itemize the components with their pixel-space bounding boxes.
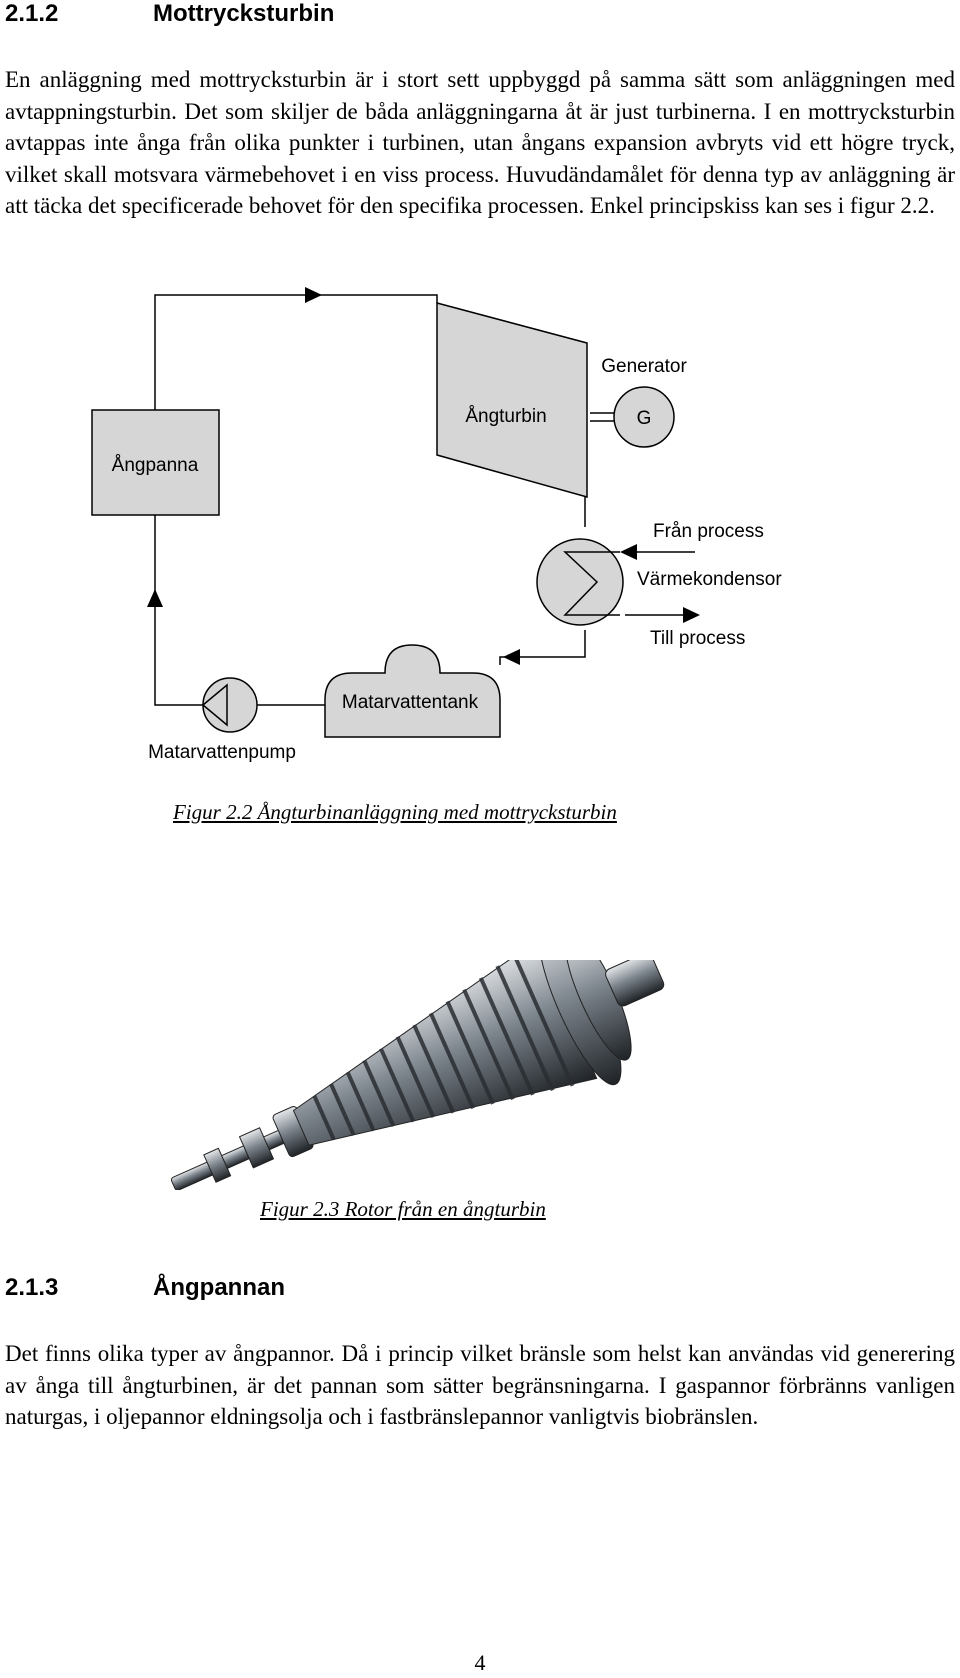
pipe-condenser-to-tank: [499, 630, 586, 665]
feedwater-pump-label: Matarvattenpump: [148, 742, 296, 763]
steam-plant-diagram: Ångpanna Ångturbin Generator G Från proc…: [91, 287, 782, 763]
generator-symbol: G: [637, 408, 652, 429]
figure-2-3-caption: Figur 2.3 Rotor från en ångturbin: [260, 1197, 546, 1221]
flow-arrow-to-process: [683, 607, 700, 623]
flow-arrow-top: [305, 287, 322, 303]
condenser-coil: [563, 551, 620, 616]
from-process-label: Från process: [653, 521, 764, 542]
flow-arrow-from-process: [620, 544, 637, 560]
pipe-boiler-to-turbine: [154, 294, 438, 410]
figure-2-2-caption: Figur 2.2 Ångturbinanläggning med mottry…: [173, 800, 617, 824]
pipe-pump-to-boiler: [154, 515, 203, 706]
flow-arrow-left: [147, 589, 163, 607]
section-heading-2-1-3: 2.1.3 Ångpannan: [5, 1274, 285, 1302]
to-process-label: Till process: [650, 628, 745, 649]
flow-arrow-to-tank: [503, 649, 520, 665]
pump-triangle-icon: [201, 683, 228, 727]
turbine-rotor-photo: [170, 960, 665, 1190]
feedwater-pump-circle: [202, 677, 258, 733]
turbine-label: Ångturbin: [465, 406, 546, 427]
pipe-lines: [154, 294, 695, 706]
section-title: Ångpannan: [153, 1274, 285, 1301]
page-number: 4: [474, 1650, 486, 1675]
paragraph-angpannan: Det finns olika typer av ångpannor. Då i…: [5, 1341, 955, 1429]
section-number: 2.1.2: [5, 0, 59, 27]
paragraph-mottrycksturbin: En anläggning med mottrycksturbin är i s…: [5, 67, 955, 218]
boiler-box: [91, 409, 220, 516]
section-title: Mottrycksturbin: [153, 0, 335, 27]
turbine-shape: [436, 302, 588, 498]
condenser-label: Värmekondensor: [637, 569, 782, 590]
generator-label: Generator: [601, 356, 687, 377]
feedwater-tank-shape: [324, 644, 501, 738]
section-heading-2-1-2: 2.1.2 Mottrycksturbin: [5, 0, 334, 28]
condenser-circle: [536, 538, 624, 626]
section-number: 2.1.3: [5, 1274, 59, 1301]
feedwater-tank-label: Matarvattentank: [342, 692, 479, 713]
generator-circle: [613, 386, 675, 448]
boiler-label: Ångpanna: [112, 455, 199, 476]
